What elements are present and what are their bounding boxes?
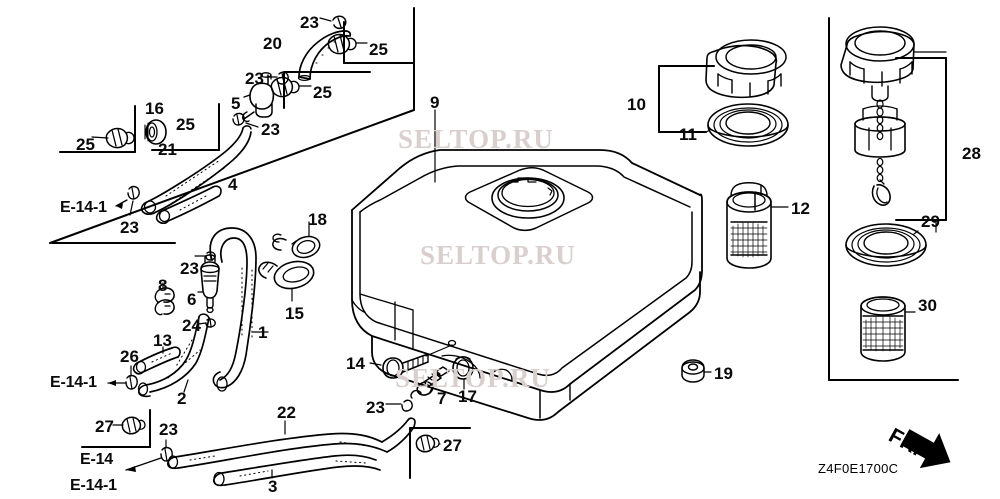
callout-1: 1 — [258, 323, 268, 342]
callout-28: 28 — [962, 144, 981, 163]
part-7-drain-bolt — [410, 366, 450, 399]
clip-23-drain — [401, 399, 413, 412]
callout-19: 19 — [714, 364, 733, 383]
callout-21: 21 — [158, 140, 177, 159]
fr-arrow — [900, 429, 951, 469]
callout-12: 12 — [791, 199, 810, 218]
part-11-gasket — [707, 103, 789, 147]
callout-18: 18 — [308, 210, 327, 229]
callout-30: 30 — [918, 296, 937, 315]
callout-3: 3 — [268, 477, 278, 496]
part-16-grommet — [144, 119, 167, 145]
part-2-hose — [137, 313, 210, 398]
clip-23-filter — [205, 251, 216, 261]
part-25-clip-b — [270, 76, 300, 98]
callout-13: 13 — [153, 331, 172, 350]
callout-16: 16 — [145, 99, 164, 118]
part-13-hose — [132, 346, 181, 375]
callout-27: 27 — [443, 436, 462, 455]
watermark: SELTOP.RU — [398, 124, 554, 154]
part-10-fuel-cap — [705, 39, 787, 99]
reference-e-14-1[interactable]: E-14-1 — [50, 374, 97, 391]
clip-23-valve-lower — [232, 112, 245, 126]
part-4-tube — [155, 185, 222, 225]
reference-e-14-1-cut[interactable]: E-14-1 — [70, 477, 117, 494]
part-22-tube — [167, 417, 416, 470]
part-3-breather-tube — [213, 454, 381, 487]
clip-23-top — [332, 15, 347, 30]
part-27-clip-a — [121, 416, 146, 435]
part-6-fuel-filter — [200, 254, 220, 314]
callout-26: 26 — [120, 347, 139, 366]
part-25-clip-c — [327, 33, 357, 55]
diagram-code: Z4F0E1700C — [818, 461, 899, 476]
part-15-clamp — [258, 260, 315, 290]
callout-5: 5 — [231, 94, 241, 113]
callout-4: 4 — [228, 175, 238, 194]
callout-25: 25 — [313, 83, 332, 102]
callout-23: 23 — [261, 120, 280, 139]
part-26-clip — [125, 374, 138, 390]
clip-23-left — [127, 185, 140, 200]
callout-23: 23 — [159, 420, 178, 439]
callout-15: 15 — [285, 304, 304, 323]
part-29-packing — [845, 223, 927, 267]
callout-25: 25 — [176, 115, 195, 134]
part-24-clip — [205, 318, 216, 328]
part-18-clamp — [272, 233, 321, 259]
clip-23-bottom — [160, 446, 173, 462]
part-28-cap-assembly — [840, 26, 915, 206]
watermark: SELTOP.RU — [395, 363, 551, 393]
part-8-clip — [154, 287, 175, 316]
callout-25: 25 — [76, 135, 95, 154]
callout-17: 17 — [458, 387, 477, 406]
part-27-clip-b — [415, 434, 440, 453]
callout-2: 2 — [177, 389, 187, 408]
callout-22: 22 — [277, 403, 296, 422]
callout-23: 23 — [300, 13, 319, 32]
part-12-strainer — [726, 182, 772, 269]
callout-10: 10 — [627, 95, 646, 114]
callout-8: 8 — [158, 276, 168, 295]
part-1-fuel-hose — [209, 227, 257, 392]
callout-7: 7 — [437, 389, 447, 408]
part-21-hose — [140, 125, 252, 216]
callout-24: 24 — [182, 316, 201, 335]
callout-9: 9 — [430, 93, 440, 112]
section-boundaries — [49, 7, 959, 479]
callout-23: 23 — [366, 398, 385, 417]
callout-23: 23 — [120, 218, 139, 237]
part-19-nut — [681, 359, 705, 383]
reference-e-14-1[interactable]: E-14-1 — [60, 199, 107, 216]
callout-25: 25 — [369, 40, 388, 59]
reference-e-14[interactable]: E-14 — [80, 451, 113, 468]
watermark: SELTOP.RU — [420, 240, 576, 270]
callout-14: 14 — [346, 354, 365, 373]
callout-11: 11 — [679, 125, 697, 144]
callout-6: 6 — [187, 290, 197, 309]
part-17-washer — [452, 356, 474, 380]
part-30-strainer — [860, 296, 906, 362]
callout-29: 29 — [921, 212, 940, 231]
callout-20: 20 — [263, 34, 282, 53]
part-25-clip-a — [105, 127, 135, 149]
callout-23: 23 — [180, 259, 199, 278]
callout-27: 27 — [95, 417, 114, 436]
callout-23: 23 — [245, 69, 264, 88]
